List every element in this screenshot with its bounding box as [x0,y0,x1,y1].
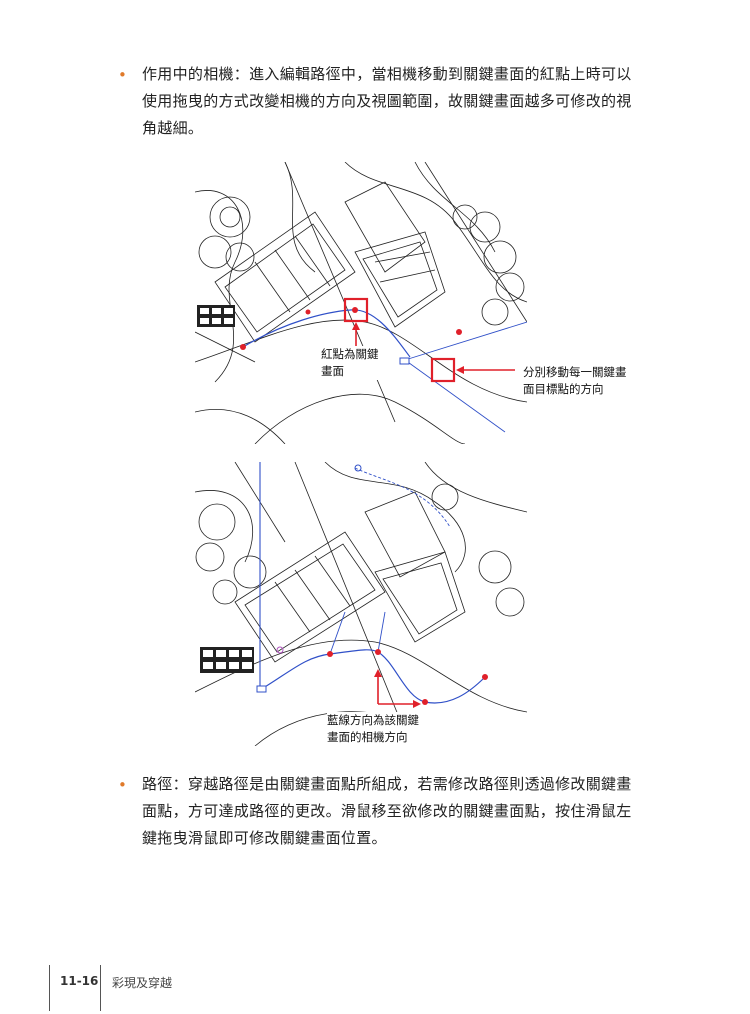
paragraph-active-camera: 作用中的相機：進入編輯路徑中，當相機移動到關鍵畫面的紅點上時可以 使用拖曳的方式… [142,61,654,142]
callout-blue-direction: 藍線方向為該關鍵 畫面的相機方向 [327,712,419,746]
callout-line: 紅點為關鍵 [321,347,379,361]
chapter-title: 彩現及穿越 [112,976,173,990]
callout-line: 面目標點的方向 [523,382,604,396]
callout-line: 畫面 [321,364,344,378]
bullet-marker: • [118,66,127,84]
paragraph-line: 路徑：穿越路徑是由關鍵畫面點所組成，若需修改路徑則透過修改關鍵畫 [142,775,632,793]
callout-line: 藍線方向為該關鍵 [327,713,419,727]
site-plan-drawing [195,162,527,444]
footer-divider [49,965,50,1011]
paragraph-line: 角越細。 [142,119,204,137]
callout-move-target: 分別移動每一關鍵畫 面目標點的方向 [523,364,627,398]
callout-line: 畫面的相機方向 [327,730,408,744]
paragraph-line: 面點，方可達成路徑的更改。滑鼠移至欲修改的關鍵畫面點，按住滑鼠左 [142,802,632,820]
figure-keyframe-plan: 紅點為關鍵 畫面 [195,162,527,444]
paragraph-line: 鍵拖曳滑鼠即可修改關鍵畫面位置。 [142,829,387,847]
paragraph-line: 作用中的相機：進入編輯路徑中，當相機移動到關鍵畫面的紅點上時可以 [142,65,632,83]
figure-camera-direction: 藍線方向為該關鍵 畫面的相機方向 [195,462,527,746]
page-number: 11-16 [60,974,99,988]
paragraph-path: 路徑：穿越路徑是由關鍵畫面點所組成，若需修改路徑則透過修改關鍵畫 面點，方可達成… [142,771,654,852]
paragraph-line: 使用拖曳的方式改變相機的方向及視圖範圍，故關鍵畫面越多可修改的視 [142,92,632,110]
site-plan-drawing [195,462,527,746]
bullet-marker: • [118,776,127,794]
callout-red-keyframe: 紅點為關鍵 畫面 [321,346,379,380]
callout-line: 分別移動每一關鍵畫 [523,365,627,379]
footer-divider [100,965,101,1011]
